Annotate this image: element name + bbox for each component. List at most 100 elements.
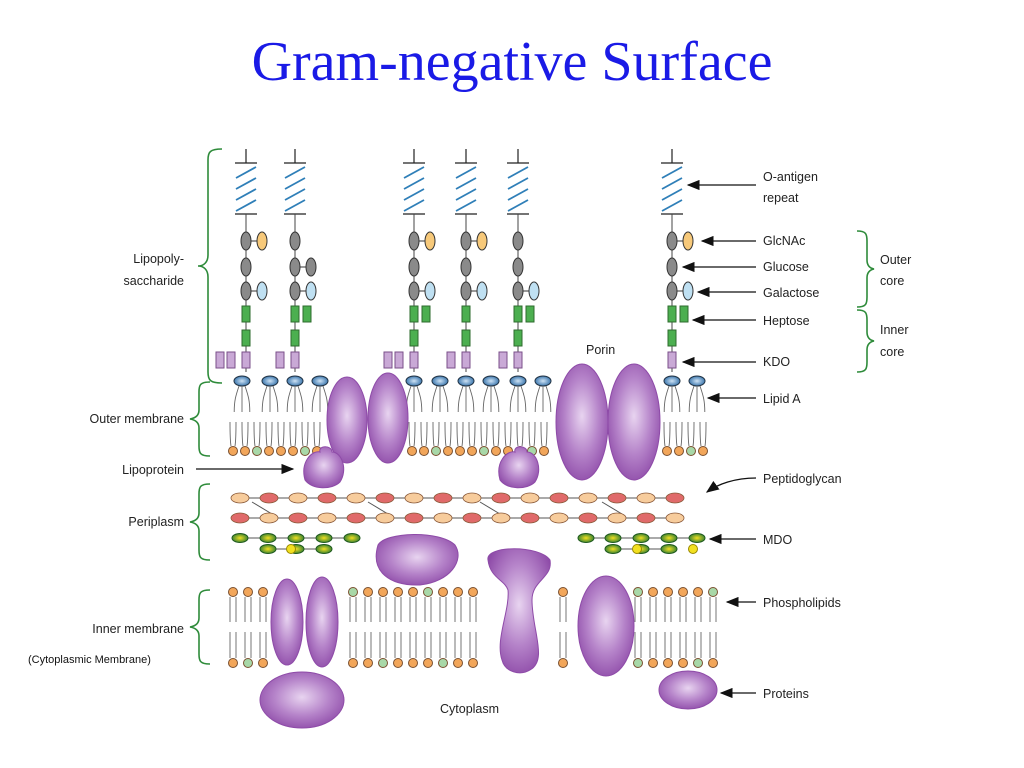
label-porin: Porin (586, 343, 615, 357)
lipid-tail (432, 421, 440, 447)
label-inner-core-1: Inner (880, 323, 909, 337)
peptide-crosslink (251, 501, 273, 515)
lipid-a-head (286, 375, 304, 387)
arrow-peptidoglycan (705, 477, 757, 493)
heptose-sugar (679, 305, 689, 323)
glucose-sugar (460, 231, 472, 251)
heptose-sugar (290, 329, 300, 347)
label-phospholipids: Phospholipids (763, 596, 841, 610)
lps-chain (446, 149, 488, 372)
phospholipid-head (378, 587, 388, 597)
lipid-tail (253, 421, 261, 447)
nag-sugar (462, 492, 482, 504)
phospholipid-tail (664, 632, 672, 658)
lipid-tail (699, 421, 707, 447)
phospholipid-tail (424, 597, 432, 622)
phospholipid-tail (349, 597, 357, 622)
mdo-sugar (286, 544, 296, 554)
nam-sugar (636, 512, 656, 524)
label-proteins: Proteins (763, 687, 809, 701)
kdo-sugar (215, 351, 225, 369)
lipid-tail (528, 421, 536, 447)
label-heptose: Heptose (763, 314, 810, 328)
label-outer-core-2: core (880, 274, 904, 288)
mdo-sugar (287, 533, 305, 543)
label-inner-core-2: core (880, 345, 904, 359)
phospholipid-tail (469, 632, 477, 658)
nam-sugar (462, 512, 482, 524)
inner-membrane-lipids (228, 587, 718, 668)
heptose-sugar (667, 305, 677, 323)
o-antigen-repeat (284, 188, 306, 201)
glucose-sugar (512, 257, 524, 277)
kdo-sugar (461, 351, 471, 369)
lipid-tail (272, 385, 279, 413)
label-outer-membrane: Outer membrane (90, 412, 185, 426)
lipid-tail (244, 385, 251, 413)
phospholipid-head (468, 587, 478, 597)
phospholipid-head (348, 658, 358, 668)
galactose-sugar (424, 281, 436, 301)
label-mdo: MDO (763, 533, 792, 547)
porin-protein (607, 363, 661, 481)
phospholipid-head (443, 446, 453, 456)
nag-sugar (346, 492, 366, 504)
phospholipid-tail (349, 632, 357, 658)
mdo-sugar (688, 544, 698, 554)
o-antigen-repeat (455, 177, 477, 190)
heptose-sugar (421, 305, 431, 323)
glucose-sugar (240, 257, 252, 277)
glcnac-sugar (256, 231, 268, 251)
kdo-sugar (667, 351, 677, 369)
peptide-crosslink (601, 501, 623, 515)
phospholipid-tail (394, 632, 402, 658)
nam-sugar (491, 492, 511, 504)
lps-chain (661, 149, 694, 372)
phospholipid-head (378, 658, 388, 668)
lps-bracket (197, 148, 223, 384)
phospholipid-head (240, 446, 250, 456)
phospholipid-tail (634, 597, 642, 622)
phospholipid-tail (559, 632, 567, 658)
phospholipid-head (363, 587, 373, 597)
o-antigen-repeat (455, 166, 477, 179)
o-antigen-repeat (661, 188, 683, 201)
lipid-tail (457, 385, 464, 413)
phospholipid-head (662, 446, 672, 456)
phospholipid-tail (649, 597, 657, 622)
phospholipid-tail (229, 632, 237, 658)
label-lps-2: saccharide (124, 274, 184, 288)
phospholipid-head (455, 446, 465, 456)
outer-membrane-protein (326, 376, 368, 464)
lipid-tail (420, 421, 428, 447)
o-antigen-repeat (284, 177, 306, 190)
nag-sugar (288, 492, 308, 504)
lipid-a-head (663, 375, 681, 387)
lps-chain (275, 149, 317, 372)
phospholipid-head (479, 446, 489, 456)
nag-sugar (549, 512, 569, 524)
lipid-a-head (311, 375, 329, 387)
phospholipid-head (453, 658, 463, 668)
lipid-tail (699, 385, 706, 413)
galactose-sugar (528, 281, 540, 301)
phospholipid-head (698, 446, 708, 456)
phospholipid-head (708, 658, 718, 668)
phospholipid-tail (679, 597, 687, 622)
phospholipid-head (423, 658, 433, 668)
lipid-tail (233, 385, 240, 413)
galactose-sugar (305, 281, 317, 301)
nag-sugar (636, 492, 656, 504)
phospholipid-head (693, 658, 703, 668)
nag-sugar (230, 492, 250, 504)
phospholipid-tail (259, 632, 267, 658)
heptose-sugar (409, 305, 419, 323)
phospholipid-head (633, 587, 643, 597)
galactose-sugar (476, 281, 488, 301)
glucose-sugar (512, 281, 524, 301)
label-inner-membrane: Inner membrane (92, 622, 184, 636)
nag-sugar (665, 512, 685, 524)
nam-sugar (230, 512, 250, 524)
lipid-tail (286, 385, 293, 413)
phospholipid-head (258, 658, 268, 668)
